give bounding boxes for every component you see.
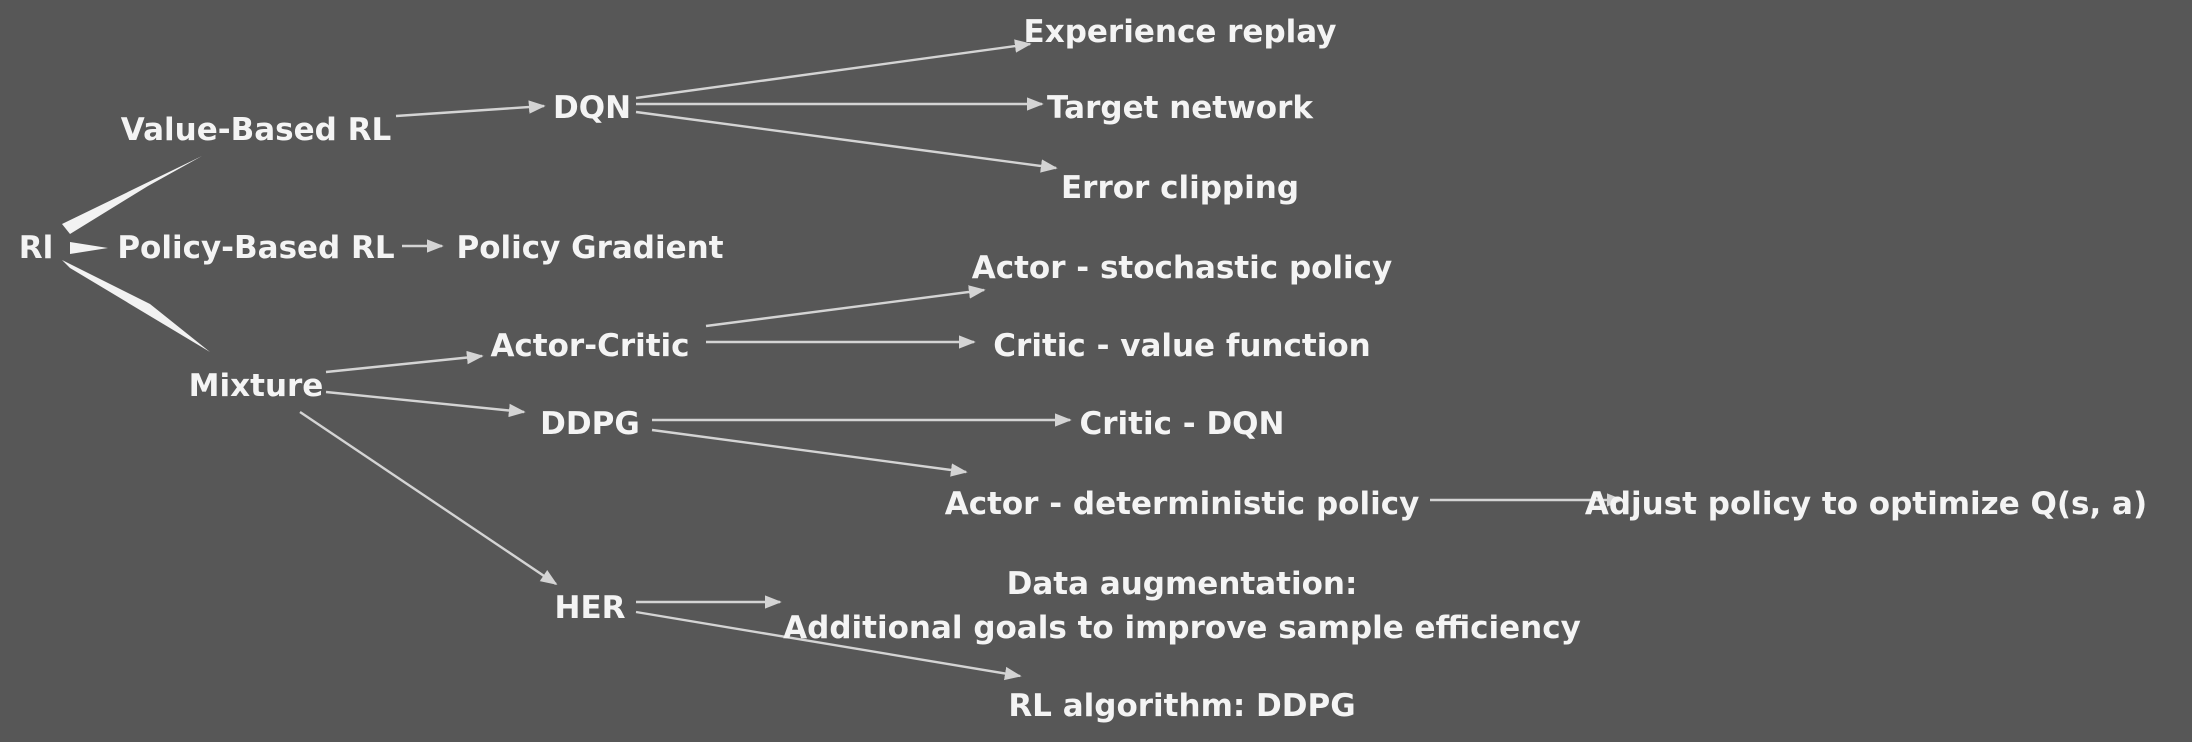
node-actor-stochastic-policy: Actor - stochastic policy	[972, 250, 1393, 286]
edges	[299, 39, 1624, 681]
node-critic-value-function: Critic - value function	[993, 328, 1370, 364]
root-branches	[62, 156, 210, 352]
nodes: Rl Value-Based RL Policy-Based RL Mixtur…	[19, 14, 2147, 724]
edge-ddpg-to-actor-deterministic	[651, 428, 968, 477]
edge-value-based-to-dqn	[395, 100, 546, 118]
node-target-network: Target network	[1047, 90, 1314, 126]
node-ddpg: DDPG	[540, 406, 640, 442]
edge-mixture-to-her	[299, 411, 558, 585]
node-data-augmentation-line1: Data augmentation:	[1007, 566, 1358, 602]
branch-rl-to-value-based	[62, 156, 202, 234]
node-policy-based-rl: Policy-Based RL	[117, 230, 394, 266]
node-actor-critic: Actor-Critic	[490, 328, 689, 364]
edge-actor-critic-to-actor-stochastic	[705, 285, 986, 328]
node-rl-algorithm-ddpg: RL algorithm: DDPG	[1008, 688, 1355, 724]
node-error-clipping: Error clipping	[1061, 170, 1299, 206]
node-rl: Rl	[19, 230, 54, 266]
node-actor-deterministic-policy: Actor - deterministic policy	[945, 486, 1420, 522]
node-experience-replay: Experience replay	[1024, 14, 1337, 50]
edge-dqn-to-experience-replay	[635, 39, 1032, 100]
branch-rl-to-mixture	[62, 260, 210, 352]
node-dqn: DQN	[553, 90, 631, 126]
node-value-based-rl: Value-Based RL	[121, 112, 391, 148]
edge-mixture-to-ddpg	[325, 390, 526, 418]
edge-her-to-rl-algorithm	[635, 610, 1022, 681]
node-adjust-policy: Adjust policy to optimize Q(s, a)	[1585, 486, 2147, 522]
node-policy-gradient: Policy Gradient	[456, 230, 723, 266]
node-her: HER	[555, 590, 626, 626]
node-mixture: Mixture	[189, 368, 324, 404]
edge-mixture-to-actor-critic	[325, 350, 484, 374]
node-data-augmentation-line2: Additional goals to improve sample effic…	[783, 610, 1581, 646]
node-critic-dqn: Critic - DQN	[1080, 406, 1285, 442]
branch-rl-to-policy-based	[70, 242, 108, 254]
edge-dqn-to-error-clipping	[635, 110, 1058, 173]
